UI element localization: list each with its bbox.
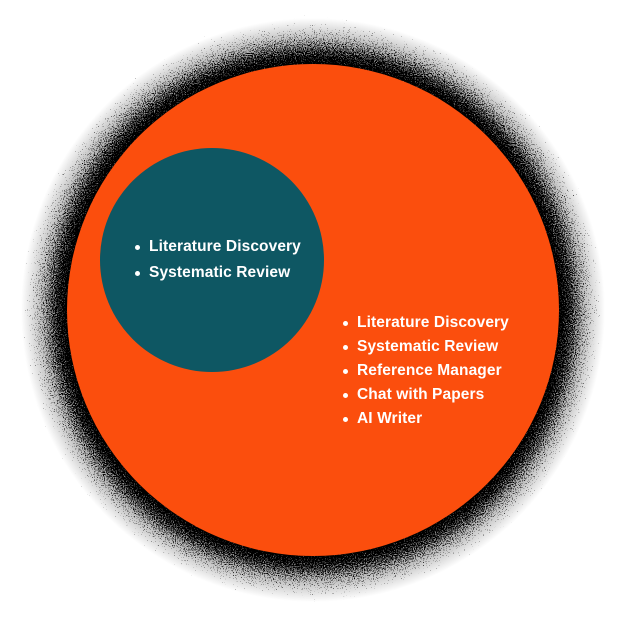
bullet-icon [343,344,348,350]
bullet-icon [343,320,348,326]
list-item: Literature Discovery [343,311,509,335]
bullet-icon [135,244,140,250]
inner-circle [100,148,324,372]
list-item-label: Systematic Review [357,338,499,355]
list-item: Systematic Review [135,260,301,286]
bullet-icon [135,270,140,276]
bullet-icon [343,416,348,422]
list-item: Literature Discovery [135,234,301,260]
outer-circle-feature-list: Literature Discovery Systematic Review R… [343,311,509,431]
list-item: Reference Manager [343,359,509,383]
list-item: Chat with Papers [343,383,509,407]
list-item-label: Systematic Review [149,264,291,281]
list-item-label: Literature Discovery [357,314,509,331]
bullet-icon [343,368,348,374]
list-item: Systematic Review [343,335,509,359]
list-item-label: Chat with Papers [357,386,485,403]
list-item: AI Writer [343,407,509,431]
list-item-label: Literature Discovery [149,238,301,255]
bullet-icon [343,392,348,398]
list-item-label: AI Writer [357,410,423,427]
inner-circle-feature-list: Literature Discovery Systematic Review [135,234,301,286]
list-item-label: Reference Manager [357,362,502,379]
